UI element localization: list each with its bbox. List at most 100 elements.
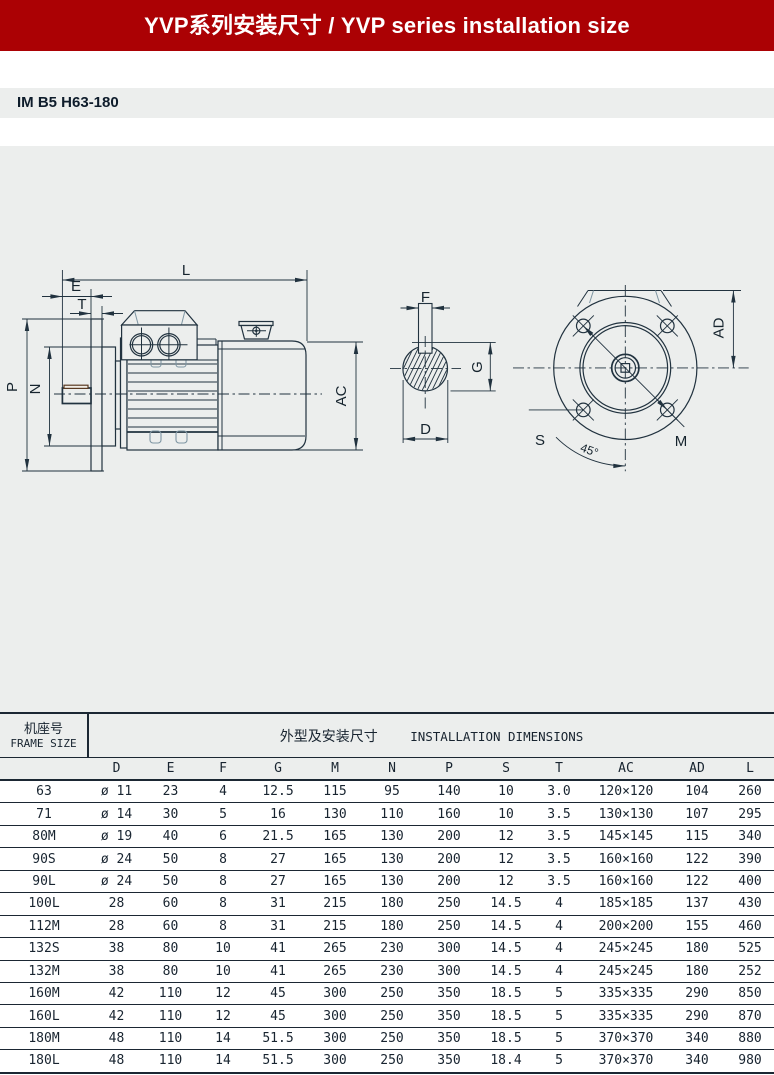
dim-label-AC: AC [333,385,350,406]
dimension-cell: 300 [420,960,478,983]
dimension-cell: 120×120 [584,780,668,804]
dimension-cell: 14.5 [478,937,534,961]
dim-label-D: D [420,421,431,438]
dimension-cell: 5 [534,982,584,1006]
dimension-cell: 300 [306,1049,364,1074]
column-header: AC [584,757,668,781]
dimension-cell: 10 [196,937,250,961]
dimension-cell: 50 [145,847,196,871]
dimension-cell: 250 [364,1049,420,1074]
dimension-cell: 250 [364,1027,420,1051]
column-header: N [364,757,420,781]
dimension-cell: 23 [145,780,196,804]
dimension-cell: 5 [534,1027,584,1051]
dimension-cell: 14 [196,1027,250,1051]
dimension-cell: 300 [306,1004,364,1028]
dimension-cell: 4 [534,892,584,916]
dimension-cell: 45 [250,1004,306,1028]
dimension-cell: 130 [364,870,420,894]
dimension-cell: 14.5 [478,915,534,939]
dim-label-G: G [469,361,486,373]
dimension-cell: 200 [420,825,478,849]
dimension-cell: 340 [726,825,774,849]
dimension-cell: 335×335 [584,1004,668,1028]
dimension-cell: 200 [420,870,478,894]
dimension-cell: 160×160 [584,870,668,894]
dimension-cell: 42 [88,982,145,1006]
dimension-cell: 245×245 [584,937,668,961]
dimension-cell: 340 [668,1027,726,1051]
flange-view: M S 45° AD [513,285,749,472]
dimension-cell: 165 [306,870,364,894]
dim-label-M: M [675,433,688,450]
dimension-cell: 160 [420,802,478,826]
dimension-cell: 5 [534,1049,584,1074]
column-header-empty [0,757,88,781]
dimension-cell: 370×370 [584,1049,668,1074]
dimension-cell: 180 [364,915,420,939]
column-header: S [478,757,534,781]
column-header: L [726,757,774,781]
dimension-cell: 115 [306,780,364,804]
dimensions-header-en: INSTALLATION DIMENSIONS [410,728,584,744]
dimension-cell: 200×200 [584,915,668,939]
dimension-cell: 3.5 [534,825,584,849]
frame-size-cell: 160L [0,1004,88,1028]
installation-drawing: L E T P N AC F D G M S 45° AD [4,262,749,472]
dimension-cell: ø 14 [88,802,145,826]
dimension-cell: 38 [88,960,145,983]
dimension-cell: 230 [364,937,420,961]
dimension-cell: 60 [145,892,196,916]
table-header-row: 机座号 FRAME SIZE 外型及安装尺寸 INSTALLATION DIME… [0,712,774,758]
dimension-cell: 130 [364,847,420,871]
dimension-cell: 31 [250,892,306,916]
dimension-cell: 145×145 [584,825,668,849]
column-header: F [196,757,250,781]
dimension-cell: 350 [420,1004,478,1028]
dimension-cell: ø 19 [88,825,145,849]
dimension-cell: 104 [668,780,726,804]
dimension-cell: 250 [364,982,420,1006]
frame-size-cell: 71 [0,802,88,826]
dimension-cell: 122 [668,870,726,894]
dimension-cell: 155 [668,915,726,939]
dimension-cell: 4 [534,915,584,939]
dimension-cell: 165 [306,825,364,849]
dimension-cell: 31 [250,915,306,939]
dimension-cell: 6 [196,825,250,849]
side-view: L E T P N AC [4,262,363,472]
frame-size-cell: 160M [0,982,88,1006]
dimensions-header: 外型及安装尺寸 INSTALLATION DIMENSIONS [88,712,774,758]
dimension-cell: 110 [145,1049,196,1074]
dim-label-S: S [535,432,545,449]
dimension-cell: 130 [306,802,364,826]
dimension-cell: 51.5 [250,1027,306,1051]
dimension-cell: 250 [364,1004,420,1028]
dimension-cell: 122 [668,847,726,871]
dimension-cell: 4 [196,780,250,804]
frame-size-cell: 180M [0,1027,88,1051]
dimension-cell: 27 [250,870,306,894]
dimension-cell: 185×185 [584,892,668,916]
dim-label-T: T [77,296,86,313]
dimension-cell: 18.5 [478,1004,534,1028]
dimension-cell: 3.5 [534,870,584,894]
dimension-cell: 14 [196,1049,250,1074]
title-bar: YVP系列安装尺寸 / YVP series installation size [0,0,774,51]
dimension-cell: 350 [420,1027,478,1051]
dimension-cell: 260 [726,780,774,804]
frame-size-cell: 132M [0,960,88,983]
frame-size-cell: 180L [0,1049,88,1074]
dimension-cell: 290 [668,1004,726,1028]
dimension-cell: 5 [534,1004,584,1028]
column-header: D [88,757,145,781]
dimension-cell: 3.0 [534,780,584,804]
